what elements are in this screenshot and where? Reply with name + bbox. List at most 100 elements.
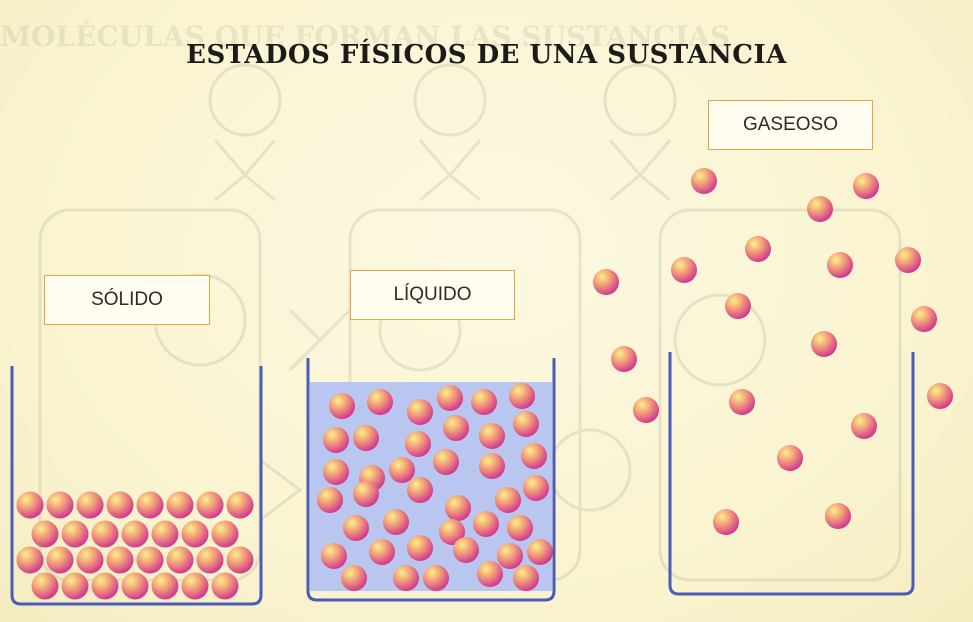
liquid-container [306,358,556,602]
particle [166,491,194,519]
particle [437,385,463,411]
particle [323,427,349,453]
particle [433,449,459,475]
particle [31,520,59,548]
particle [121,572,149,600]
solid-particles [16,491,254,600]
faded-background-illustration: MOLÉCULAS QUE FORMAN LAS SUSTANCIAS [0,20,902,582]
particle [853,173,879,199]
page-title: ESTADOS FÍSICOS DE UNA SUSTANCIA [186,40,787,70]
particle [136,546,164,574]
particle [181,520,209,548]
particle [827,252,853,278]
particle [513,565,539,591]
particle [61,520,89,548]
liquid-particles [317,383,553,591]
particle [405,431,431,457]
particle [611,346,637,372]
particle [353,425,379,451]
particle [523,475,549,501]
particle [211,572,239,600]
particle [911,306,937,332]
particle [725,293,751,319]
particle [61,572,89,600]
particle [439,519,465,545]
particle [121,520,149,548]
particle [729,389,755,415]
particle [329,393,355,419]
particle [323,459,349,485]
particle [226,491,254,519]
particle [226,546,254,574]
particle [46,546,74,574]
particle [369,539,395,565]
particle [423,565,449,591]
particle [407,477,433,503]
particle [196,491,224,519]
particle [509,383,535,409]
particle [407,399,433,425]
particle [691,168,717,194]
particle [383,509,409,535]
particle [317,487,343,513]
particle [393,565,419,591]
particle [445,495,471,521]
particle [91,572,119,600]
particle [151,572,179,600]
particle [479,453,505,479]
particle [76,546,104,574]
particle [507,515,533,541]
particle [521,443,547,469]
particle [46,491,74,519]
particle [471,389,497,415]
particle [211,520,239,548]
particle [16,546,44,574]
particle [895,247,921,273]
particle [106,491,134,519]
particle [527,539,553,565]
particle [477,561,503,587]
particle [353,481,379,507]
gas-particles [593,168,953,535]
particle [497,543,523,569]
particle [593,269,619,295]
particle [136,491,164,519]
particle [321,543,347,569]
particle [181,572,209,600]
particle [367,389,393,415]
particle [166,546,194,574]
particle [671,257,697,283]
particle [811,331,837,357]
particle [91,520,119,548]
particle [31,572,59,600]
gas-state-label: GASEOSO [708,100,873,150]
particle [76,491,104,519]
particle [777,445,803,471]
particle [341,565,367,591]
particle [443,415,469,441]
particle [851,413,877,439]
particle [513,411,539,437]
gas-container [668,352,915,596]
particle [745,236,771,262]
particle [473,511,499,537]
particle [453,537,479,563]
solid-container [10,366,263,606]
particle [343,515,369,541]
particle [807,196,833,222]
particle [16,491,44,519]
particle [713,509,739,535]
particle [389,457,415,483]
particle [495,487,521,513]
particle [633,397,659,423]
liquid-state-label: LÍQUIDO [350,270,515,320]
particle [196,546,224,574]
particle [106,546,134,574]
background-heading-text: MOLÉCULAS QUE FORMAN LAS SUSTANCIAS [0,20,730,53]
particle [927,383,953,409]
particle [407,535,433,561]
solid-state-label: SÓLIDO [44,275,210,325]
particle [825,503,851,529]
